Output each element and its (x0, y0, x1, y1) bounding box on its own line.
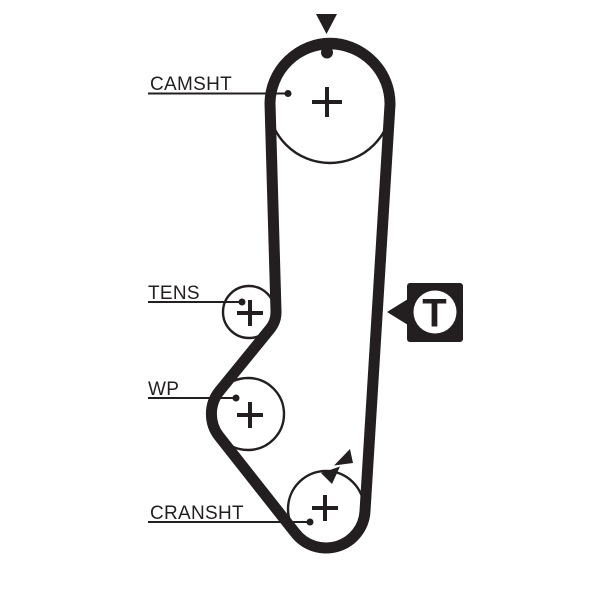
water-pump-label: WP (148, 379, 179, 400)
crankshaft-inner-arrow-icon (321, 466, 340, 484)
camshaft-timing-dot-icon (321, 46, 333, 59)
timing-badge-pointer-icon (387, 299, 408, 325)
camshaft-timing-arrow-icon (316, 14, 337, 34)
crankshaft-outer-arrow-icon (334, 449, 353, 466)
camshaft-center-cross (312, 87, 342, 117)
timing-badge-circle (413, 290, 457, 334)
camshaft-leader-dot (284, 90, 292, 97)
crankshaft-timing-arrows-icon (321, 449, 353, 484)
pulley-center-marks (237, 87, 342, 521)
crankshaft-leader-dot (306, 518, 314, 526)
tensioner-leader-dot (238, 298, 246, 306)
timing-belt (205, 38, 396, 554)
water-pump-leader-dot (232, 394, 240, 402)
crankshaft-center-cross (312, 495, 338, 521)
tensioner-label: TENS (148, 283, 200, 304)
camshaft-label: CAMSHT (150, 74, 232, 95)
tensioner-center-cross (237, 300, 263, 326)
water-pump-center-cross (237, 402, 263, 428)
crankshaft-label: CRANSHT (150, 503, 244, 524)
timing-badge: T (387, 283, 463, 342)
labels: CAMSHT TENS WP CRANSHT (148, 74, 244, 524)
timing-badge-letter: T (422, 292, 446, 336)
leader-dots (232, 90, 314, 526)
